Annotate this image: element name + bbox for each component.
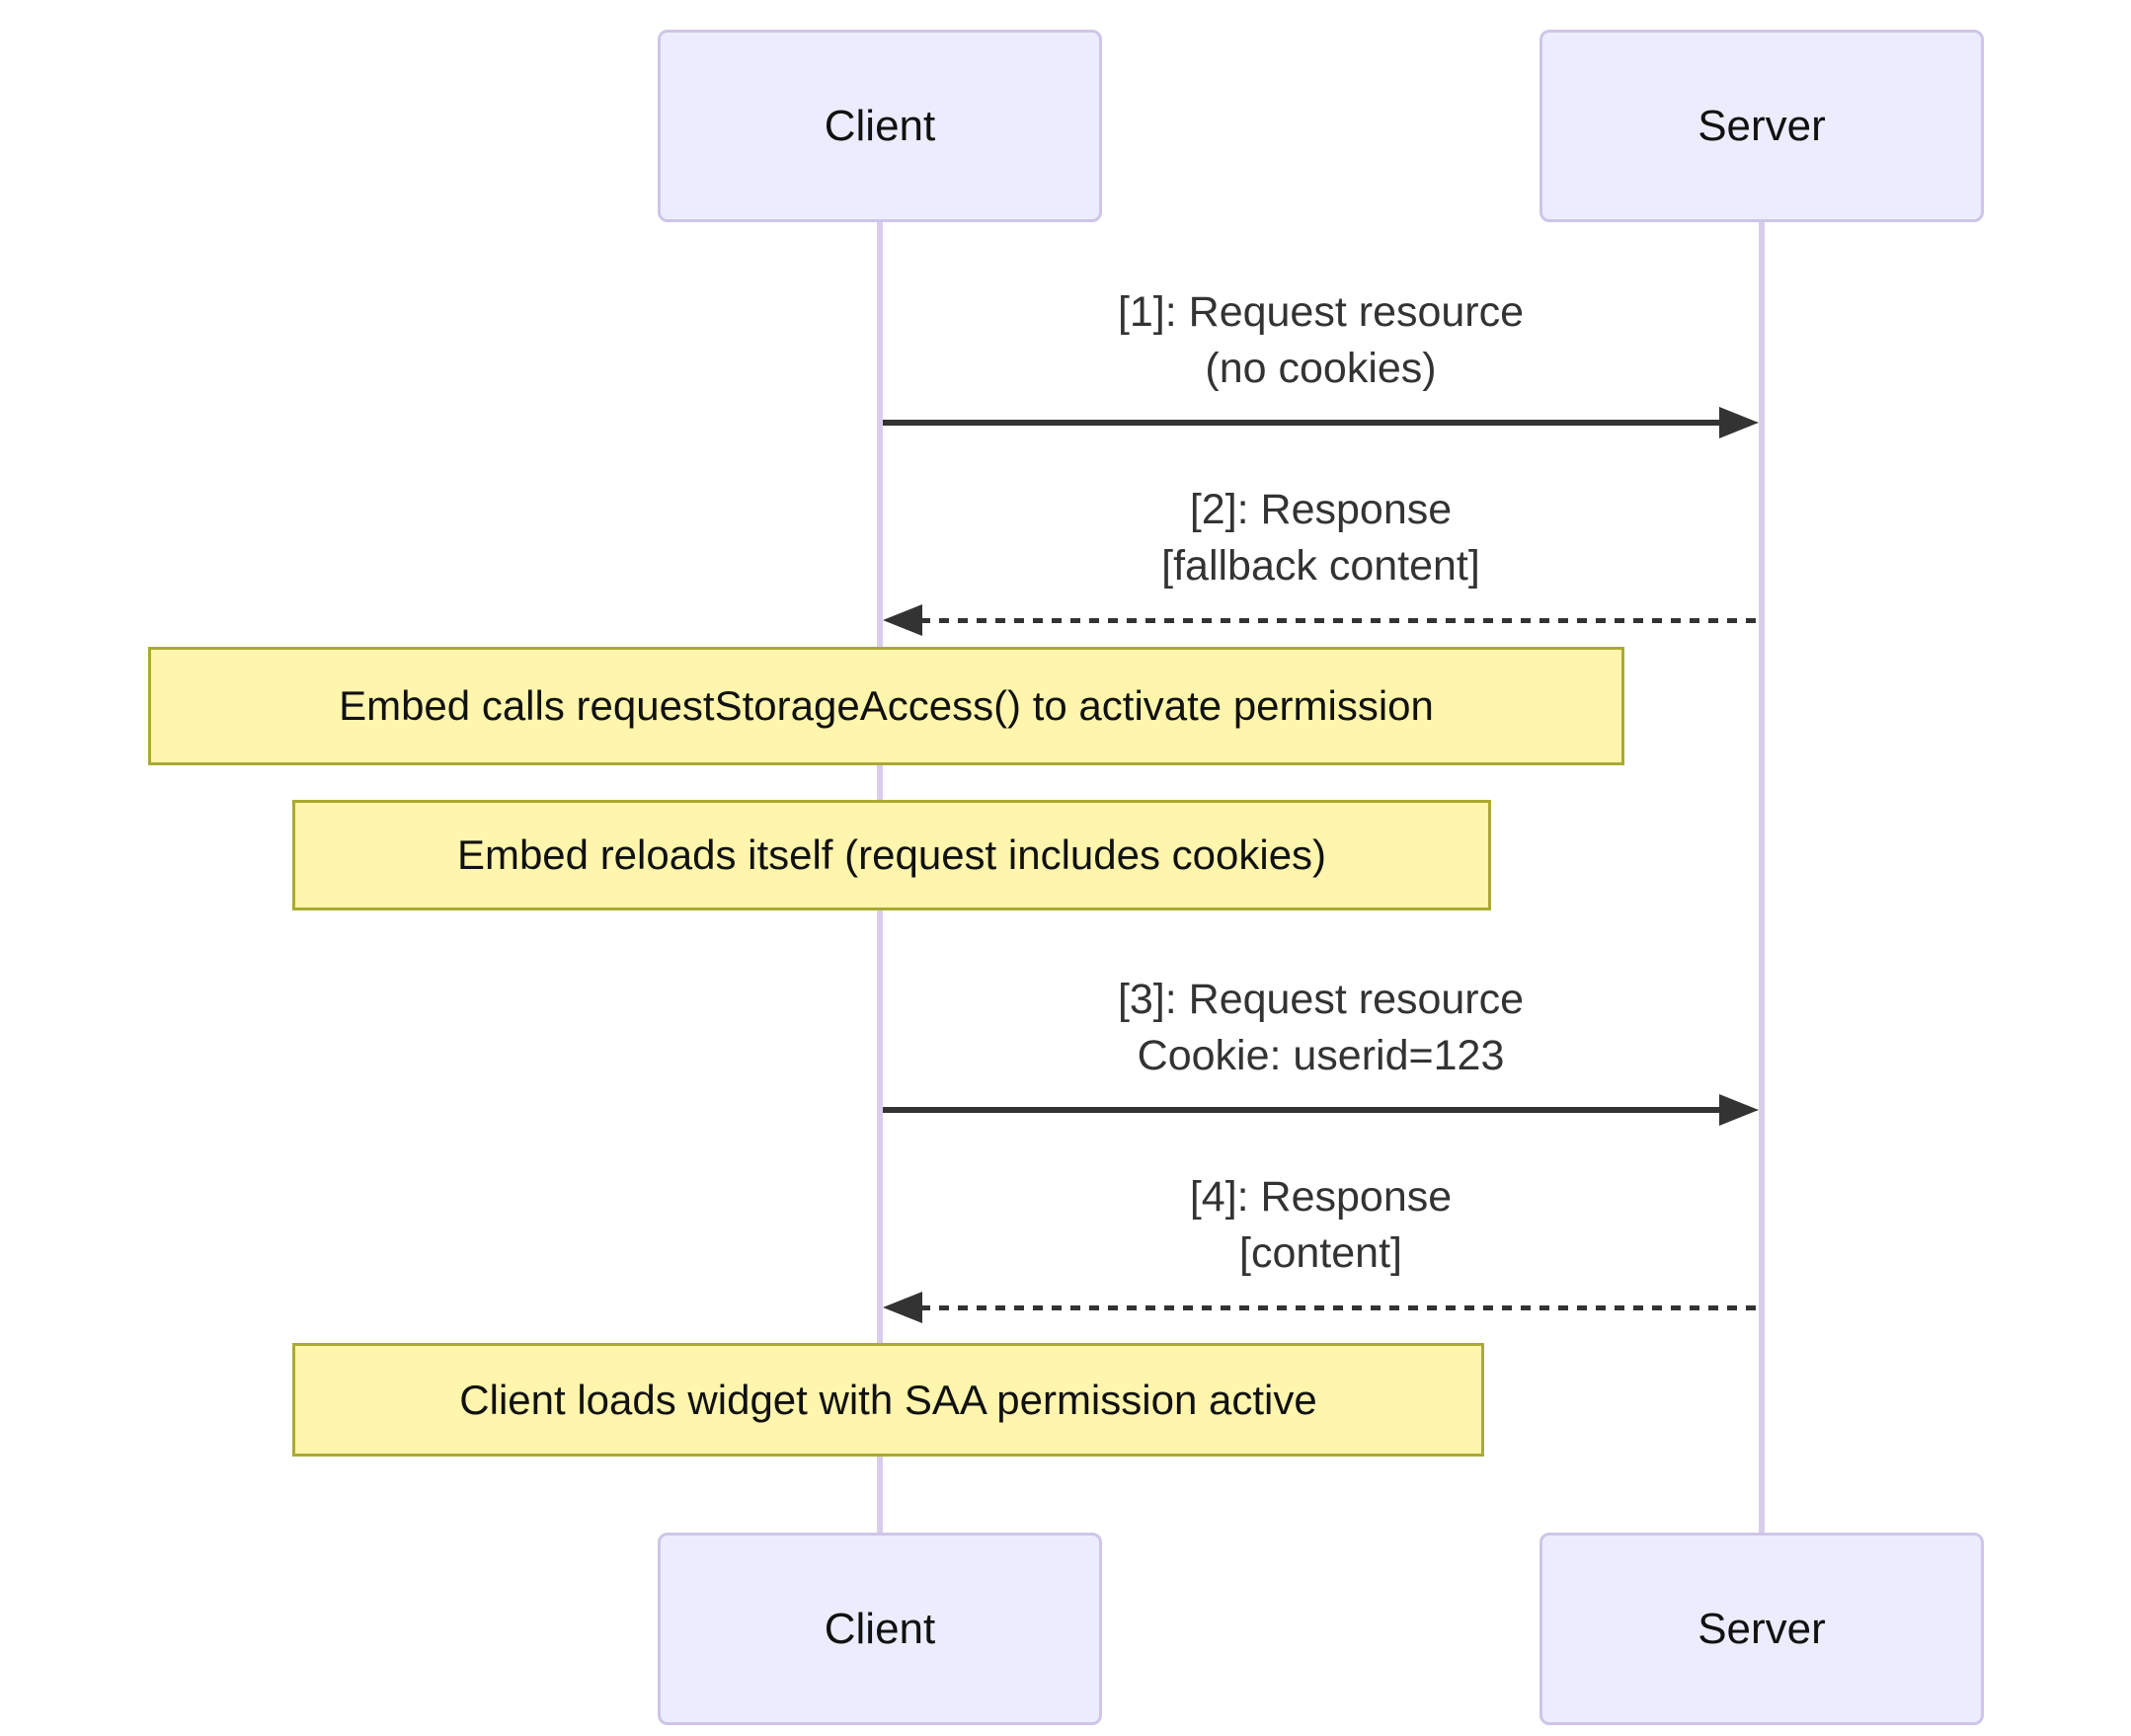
message-2-label: [2]: Response [fallback content]	[880, 482, 1762, 594]
message-2-line2: [fallback content]	[1161, 542, 1480, 590]
message-3-label: [3]: Request resource Cookie: userid=123	[880, 972, 1762, 1084]
note-2-text: Embed reloads itself (request includes c…	[456, 831, 1327, 878]
message-3-arrow	[883, 1107, 1722, 1113]
lifeline-server	[1759, 222, 1765, 1533]
note-1: Embed calls requestStorageAccess() to ac…	[148, 647, 1624, 765]
message-1-arrow	[883, 420, 1722, 426]
message-3-line2: Cookie: userid=123	[1137, 1032, 1505, 1079]
actor-server-bottom: Server	[1539, 1533, 1984, 1725]
note-3: Client loads widget with SAA permission …	[292, 1343, 1484, 1457]
message-4-label: [4]: Response [content]	[880, 1169, 1762, 1282]
arrowhead-left-icon	[883, 1292, 922, 1323]
actor-client-bottom-label: Client	[824, 1604, 936, 1653]
actor-server-bottom-label: Server	[1697, 1604, 1826, 1653]
message-4-line1: [4]: Response	[1189, 1173, 1453, 1221]
actor-client-top: Client	[658, 30, 1102, 222]
actor-server-top-label: Server	[1697, 101, 1826, 150]
message-4-arrow	[920, 1305, 1759, 1310]
arrowhead-right-icon	[1719, 1094, 1759, 1126]
message-4-line2: [content]	[1239, 1229, 1402, 1277]
message-3-line1: [3]: Request resource	[1117, 976, 1525, 1023]
arrowhead-left-icon	[883, 604, 922, 636]
actor-server-top: Server	[1539, 30, 1984, 222]
message-1-label: [1]: Request resource (no cookies)	[880, 284, 1762, 397]
note-3-text: Client loads widget with SAA permission …	[459, 1376, 1317, 1423]
actor-client-top-label: Client	[824, 101, 936, 150]
arrowhead-right-icon	[1719, 407, 1759, 438]
message-1-line1: [1]: Request resource	[1117, 288, 1525, 336]
message-2-arrow	[920, 618, 1759, 623]
actor-client-bottom: Client	[658, 1533, 1102, 1725]
note-2: Embed reloads itself (request includes c…	[292, 800, 1491, 910]
note-1-text: Embed calls requestStorageAccess() to ac…	[339, 682, 1434, 729]
message-2-line1: [2]: Response	[1189, 486, 1453, 533]
message-1-line2: (no cookies)	[1205, 345, 1437, 392]
